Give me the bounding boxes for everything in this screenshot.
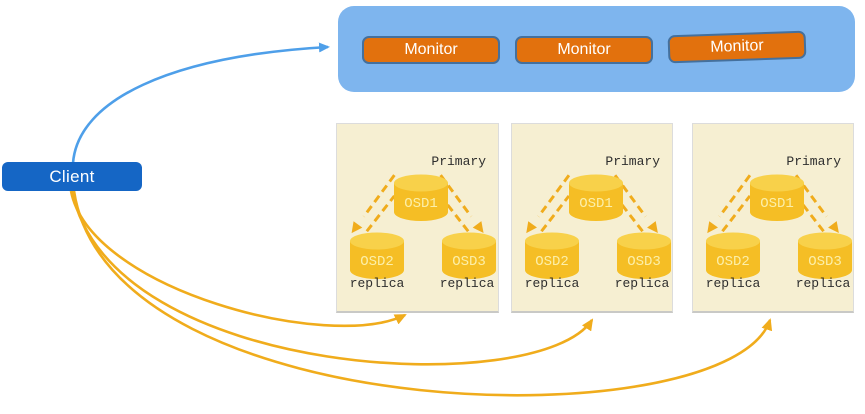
replica-label: replica <box>439 276 495 291</box>
primary-label: Primary <box>605 154 660 169</box>
osd-group-panel: Primary OSD1 OSD2 OSD3 replica replica <box>336 123 499 313</box>
osd-replica-cylinder: OSD3 <box>798 232 852 279</box>
client-to-osd2-arrow <box>70 190 594 366</box>
client-to-monitor-arrow <box>71 42 330 164</box>
monitor-node: Monitor <box>515 36 653 64</box>
osd-name: OSD3 <box>452 254 486 270</box>
osd-name: OSD1 <box>579 196 613 212</box>
osd-primary-cylinder: OSD1 <box>569 174 623 221</box>
client-to-osd3-arrow <box>72 190 773 397</box>
monitor-node: Monitor <box>362 36 500 64</box>
osd-name: OSD3 <box>627 254 661 270</box>
monitor-cluster-panel: Monitor Monitor Monitor <box>338 6 855 92</box>
osd-name: OSD2 <box>360 254 394 270</box>
osd-name: OSD1 <box>404 196 438 212</box>
replica-label: replica <box>705 276 761 291</box>
primary-label: Primary <box>431 154 486 169</box>
osd-replica-cylinder: OSD3 <box>442 232 496 279</box>
osd-group-panel: Primary OSD1 OSD2 OSD3 replica replica <box>511 123 673 313</box>
osd-name: OSD2 <box>535 254 569 270</box>
osd-name: OSD3 <box>808 254 842 270</box>
osd-primary-cylinder: OSD1 <box>394 174 448 221</box>
monitor-node: Monitor <box>667 30 807 64</box>
client-to-osd1-arrow <box>69 190 407 328</box>
replica-label: replica <box>795 276 851 291</box>
osd-replica-cylinder: OSD2 <box>706 232 760 279</box>
replica-label: replica <box>614 276 670 291</box>
replica-label: replica <box>349 276 405 291</box>
client-node: Client <box>2 162 142 191</box>
osd-group-panel: Primary OSD1 OSD2 OSD3 replica replica <box>692 123 854 313</box>
osd-replica-cylinder: OSD3 <box>617 232 671 279</box>
primary-label: Primary <box>786 154 841 169</box>
osd-name: OSD2 <box>716 254 750 270</box>
osd-primary-cylinder: OSD1 <box>750 174 804 221</box>
osd-name: OSD1 <box>760 196 794 212</box>
osd-replica-cylinder: OSD2 <box>525 232 579 279</box>
osd-replica-cylinder: OSD2 <box>350 232 404 279</box>
replica-label: replica <box>524 276 580 291</box>
